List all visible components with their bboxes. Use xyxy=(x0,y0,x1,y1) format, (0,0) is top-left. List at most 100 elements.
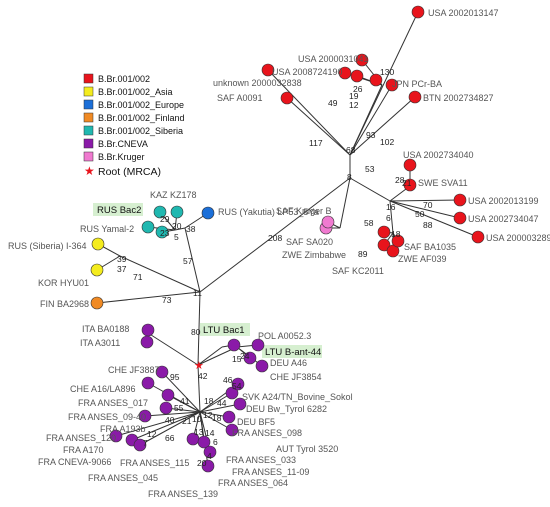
branch-number: 12 xyxy=(203,410,213,420)
branch-number: 95 xyxy=(170,372,180,382)
branch-number: 20 xyxy=(172,221,182,231)
branch-number: 66 xyxy=(165,433,175,443)
branch-number: 23 xyxy=(160,228,170,238)
legend-label-2: B.Br.001/002_Europe xyxy=(98,100,184,110)
branch-number: 88 xyxy=(423,220,433,230)
legend-label-0: B.Br.001/002 xyxy=(98,74,150,84)
node-label: FRA ANSES_120 xyxy=(46,433,116,443)
branch-number: 49 xyxy=(328,98,338,108)
node-label: USA 2000032899 xyxy=(486,233,550,243)
node-label: FRA CNEVA-9066 xyxy=(38,457,111,467)
legend-label-1: B.Br.001/002_Asia xyxy=(98,87,173,97)
node-label: FRA ANSES_033 xyxy=(226,455,296,465)
highlight-ltu-bant44 xyxy=(262,345,322,358)
node-label: SAF SA020 xyxy=(286,237,333,247)
branch-number: 18 xyxy=(204,396,214,406)
node-label: ZWE Zimbabwe xyxy=(282,250,346,260)
node-label: USA 2008724190 xyxy=(272,67,343,77)
node-label: FRA ANSES_045 xyxy=(88,473,158,483)
branch-number: 58 xyxy=(364,218,374,228)
branch-number: 20 xyxy=(197,458,207,468)
node-label: USA 2000031041 xyxy=(298,54,369,64)
branch-number: 21 xyxy=(402,178,412,188)
branch-number: 13 xyxy=(194,427,204,437)
branch-number: 42 xyxy=(198,371,208,381)
branch-number: 37 xyxy=(117,264,127,274)
node-label: AUT Tyrol 3520 xyxy=(276,444,338,454)
node-label: FRA A170 xyxy=(63,445,104,455)
node-label: RUS (Yakutia) LP53_5Ya xyxy=(218,207,319,217)
legend-label-4: B.Br.001/002_Siberia xyxy=(98,126,183,136)
branch-number: 102 xyxy=(380,137,394,147)
branch-number: 10 xyxy=(192,414,202,424)
branch-number: 93 xyxy=(366,130,376,140)
branch-number: 40 xyxy=(165,415,175,425)
node-label: LTU B-ant-44 xyxy=(265,347,321,358)
node-label: RUS Bac2 xyxy=(97,205,141,216)
node-label: SWE SVA11 xyxy=(418,178,468,188)
branch-number: 12 xyxy=(147,429,157,439)
highlight-ltu-bac1 xyxy=(200,323,250,336)
node-label: USA 2002013147 xyxy=(428,8,499,18)
branch-number: 6 xyxy=(386,213,391,223)
node-label: DEU A46 xyxy=(270,358,307,368)
branch-number: 89 xyxy=(358,249,368,259)
branch-number: 18 xyxy=(212,413,222,423)
branch-numbers: 130 49 26 19 12 93 102 68 117 8 53 28 21… xyxy=(117,67,433,468)
branch-number: 24 xyxy=(240,351,250,361)
branch-number: 4 xyxy=(207,451,212,461)
node-label: KOR HYU01 xyxy=(38,278,89,288)
node-label: SAF A0091 xyxy=(217,93,263,103)
branch-number: 55 xyxy=(174,403,184,413)
node-label: FRA ANSES_139 xyxy=(148,489,218,499)
branch-number: 16 xyxy=(386,202,396,212)
node-label: LTU Bac1 xyxy=(203,325,245,336)
node-label: SVK A24/TN_Bovine_Sokol xyxy=(242,392,353,402)
branch-number: 14 xyxy=(205,428,215,438)
branch-number: 57 xyxy=(183,256,193,266)
highlight-rus-bac2 xyxy=(93,203,143,216)
root-star-icon: ★ xyxy=(84,164,95,178)
node-label: FRA ANSES_09-40 xyxy=(68,412,146,422)
branch-number: 8 xyxy=(347,172,352,182)
branch-number: 117 xyxy=(309,138,323,148)
node-label: RUS (Siberia) I-364 xyxy=(8,241,87,251)
node-label: unknown 2000032838 xyxy=(213,78,302,88)
branch-number: 38 xyxy=(186,224,196,234)
branch-number: 29 xyxy=(160,214,170,224)
branch-number: 5 xyxy=(174,232,179,242)
node-labels: USA 2002013147 USA 2000031041 USA 200872… xyxy=(8,8,550,499)
branch-number: 80 xyxy=(191,327,201,337)
node-label: FIN BA2968 xyxy=(40,299,89,309)
legend-swatch-4 xyxy=(83,125,94,136)
node-label: USA 2002013199 xyxy=(468,196,539,206)
branch-number: 39 xyxy=(117,254,127,264)
node-label: ZWE AF039 xyxy=(398,254,447,264)
branch-number: 18 xyxy=(391,229,401,239)
node-label: FRA A193b xyxy=(100,424,146,434)
branch-number: 46 xyxy=(223,375,233,385)
branch-number: 208 xyxy=(268,233,282,243)
legend-swatch-2 xyxy=(83,99,94,110)
node-label: SAF KC2011 xyxy=(332,266,384,276)
node-label: SAF Kruger B xyxy=(276,206,332,216)
branch-number: 28 xyxy=(395,175,405,185)
legend-swatch-5 xyxy=(83,138,94,149)
node-label: KAZ KZ178 xyxy=(150,190,197,200)
node-label: CHE JF3854 xyxy=(270,372,322,382)
node-label: DEU BF5 xyxy=(237,417,275,427)
node-label: BTN 2002734827 xyxy=(423,93,494,103)
legend-swatch-0 xyxy=(83,73,94,84)
branch-number: 26 xyxy=(353,84,363,94)
branch-number: 11 xyxy=(193,288,202,298)
branch-number: 41 xyxy=(180,396,190,406)
node-label: FRA ANSES_098 xyxy=(232,428,302,438)
node-label: JPN PCr-BA xyxy=(392,79,442,89)
branch-number: 50 xyxy=(415,209,425,219)
node-label: USA 2002734040 xyxy=(403,150,474,160)
node-label: FRA ANSES_115 xyxy=(120,458,189,468)
branch-number: 68 xyxy=(346,145,356,155)
legend: B.Br.001/002 B.Br.001/002_Asia B.Br.001/… xyxy=(83,73,185,178)
branch-number: 7 xyxy=(143,438,148,448)
